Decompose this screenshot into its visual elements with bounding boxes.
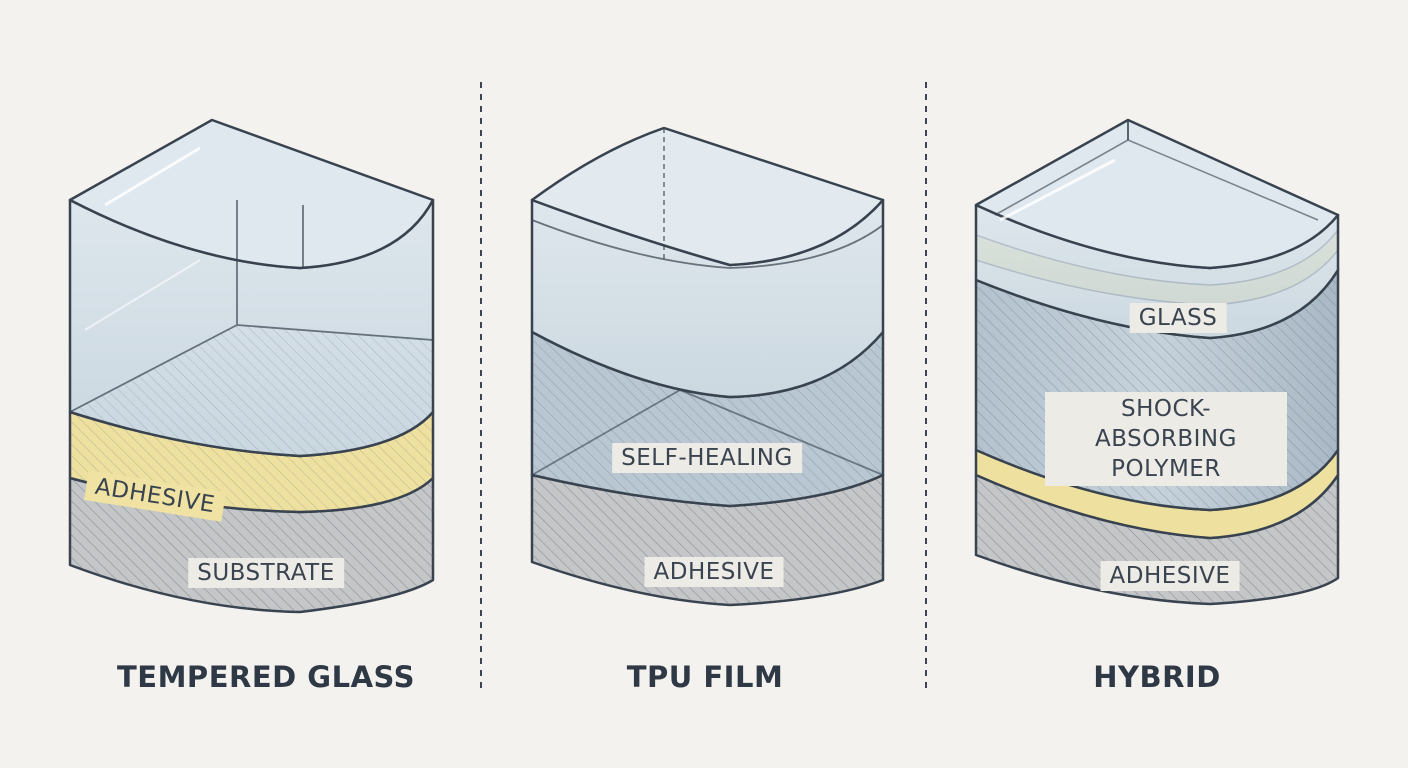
label-self-healing: SELF-HEALING <box>612 443 802 473</box>
title-tpu-film: TPU FILM <box>626 660 784 694</box>
panel-tempered-glass <box>68 118 435 614</box>
label-shock-absorbing-polymer: SHOCK-ABSORBING POLYMER <box>1045 392 1287 486</box>
panel-tpu-film <box>530 126 885 607</box>
glass-top-face <box>68 118 435 270</box>
label-substrate: SUBSTRATE <box>188 558 344 588</box>
tpu-top-face <box>530 126 885 267</box>
title-hybrid: HYBRID <box>1093 660 1221 694</box>
label-glass: GLASS <box>1129 303 1227 333</box>
label-adhesive-2: ADHESIVE <box>644 557 784 587</box>
title-tempered-glass: TEMPERED GLASS <box>116 660 416 694</box>
panel-hybrid <box>974 118 1340 606</box>
label-adhesive-3: ADHESIVE <box>1100 561 1240 591</box>
hybrid-top-face <box>974 118 1340 270</box>
